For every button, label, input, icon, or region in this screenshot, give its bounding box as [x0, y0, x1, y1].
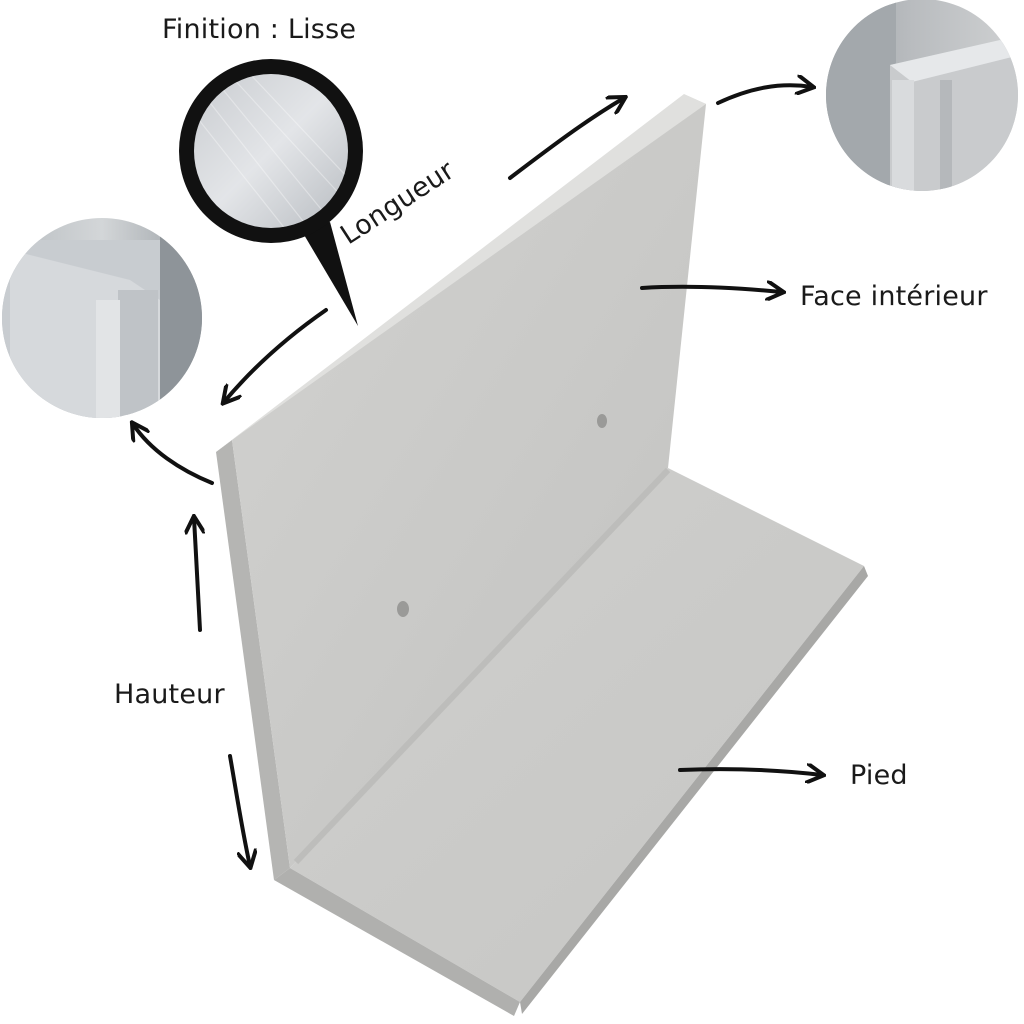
arrow-hauteur-up	[194, 518, 200, 632]
finition-lisse-magnifier	[179, 59, 363, 326]
joint-detail-right-inset	[826, 0, 1018, 191]
arrow-pied	[678, 769, 822, 775]
label-finition: Finition : Lisse	[162, 14, 357, 45]
joint-detail-left-inset	[2, 218, 202, 418]
label-face-interieur: Face intérieur	[800, 281, 988, 312]
arrow-longueur-right	[508, 98, 624, 180]
label-pied: Pied	[850, 760, 908, 791]
arrow-hauteur-down	[228, 754, 250, 866]
arrow-longueur-left	[224, 308, 328, 402]
arrow-to-left-inset	[133, 424, 214, 485]
arrow-face-interieur	[640, 287, 782, 292]
concrete-l-wall	[216, 94, 868, 1016]
arrow-to-right-inset	[716, 85, 812, 105]
label-hauteur: Hauteur	[114, 679, 225, 710]
